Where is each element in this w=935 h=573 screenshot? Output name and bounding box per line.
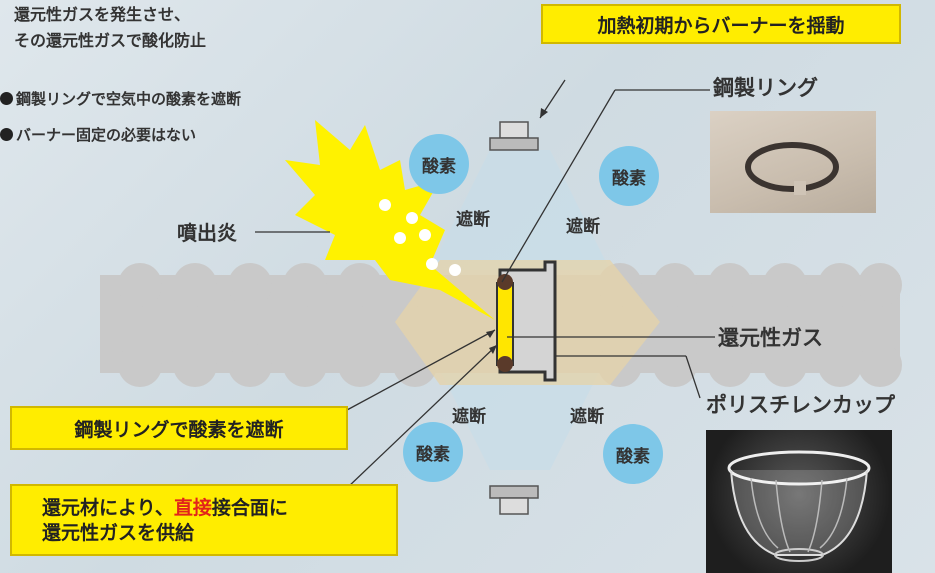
callout-burner-swing: 加熱初期からバーナーを揺動 bbox=[541, 4, 901, 44]
note-line-1: 還元性ガスを発生させ、 bbox=[14, 5, 191, 24]
callout-reductant-line1: 還元材により、直接接合面に bbox=[42, 497, 288, 519]
cup-photo-art bbox=[727, 450, 871, 562]
callout-reductant-line2: 還元性ガスを供給 bbox=[42, 522, 195, 544]
label-block-bottom-left: 遮断 bbox=[452, 407, 486, 427]
bullet-dot-icon bbox=[0, 92, 13, 105]
steel-ring-photo bbox=[710, 111, 876, 213]
oxygen-bubble-top-left: 酸素 bbox=[409, 134, 469, 194]
callout-reductant: 還元材により、直接接合面に 還元性ガスを供給 bbox=[10, 484, 398, 556]
label-block-bottom-right: 遮断 bbox=[570, 407, 604, 427]
top-burner bbox=[489, 121, 539, 151]
top-note: 還元性ガスを発生させ、 その還元性ガスで酸化防止 bbox=[14, 2, 206, 54]
reductant-strip bbox=[496, 282, 514, 366]
emphasis-direct: 直接 bbox=[173, 497, 212, 519]
oxygen-bubble-bottom-left: 酸素 bbox=[403, 422, 463, 482]
oxygen-bubble-top-right: 酸素 bbox=[599, 146, 659, 206]
bullet-dot-icon bbox=[0, 128, 13, 141]
bullet-2: バーナー固定の必要はない bbox=[0, 124, 196, 145]
label-polystyrene-cup: ポリスチレンカップ bbox=[706, 393, 895, 417]
callout-ring-blocks-oxygen: 鋼製リングで酸素を遮断 bbox=[10, 406, 348, 450]
polystyrene-cup-photo bbox=[706, 430, 892, 573]
oxygen-bubble-bottom-right: 酸素 bbox=[603, 424, 663, 484]
label-steel-ring: 鋼製リング bbox=[713, 76, 818, 100]
label-flame: 噴出炎 bbox=[177, 221, 237, 245]
flame-shape bbox=[285, 120, 495, 320]
ring-section-bottom bbox=[497, 356, 513, 372]
label-block-top-right: 遮断 bbox=[566, 217, 600, 237]
bottom-burner bbox=[489, 485, 539, 515]
note-line-2: その還元性ガスで酸化防止 bbox=[14, 31, 207, 50]
steel-ring-photo-art bbox=[745, 142, 839, 195]
bullet-1: 鋼製リングで空気中の酸素を遮断 bbox=[0, 88, 241, 109]
ring-section-top bbox=[497, 274, 513, 290]
label-block-top-left: 遮断 bbox=[456, 210, 490, 230]
top-shield-fan bbox=[430, 150, 610, 270]
label-reducing-gas: 還元性ガス bbox=[718, 326, 823, 350]
